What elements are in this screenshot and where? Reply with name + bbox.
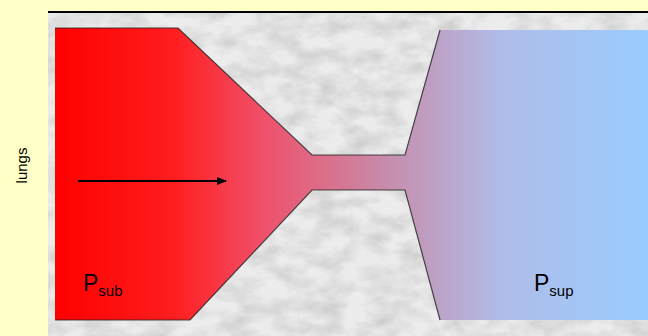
pressure-symbol: P bbox=[534, 270, 549, 296]
marble-texture bbox=[48, 12, 648, 336]
subglottal-pressure: Psub bbox=[83, 270, 123, 299]
airway-wall bbox=[55, 28, 440, 320]
tissue-ground bbox=[48, 12, 648, 336]
supraglottal-pressure: Psup bbox=[534, 270, 574, 299]
pressure-symbol: P bbox=[83, 270, 98, 296]
airway-channel bbox=[55, 28, 648, 320]
side-label: lungs bbox=[13, 147, 30, 183]
subscript: sub bbox=[98, 282, 122, 299]
top-rule bbox=[48, 11, 648, 13]
flow-arrow bbox=[78, 180, 226, 182]
subscript: sup bbox=[549, 282, 573, 299]
